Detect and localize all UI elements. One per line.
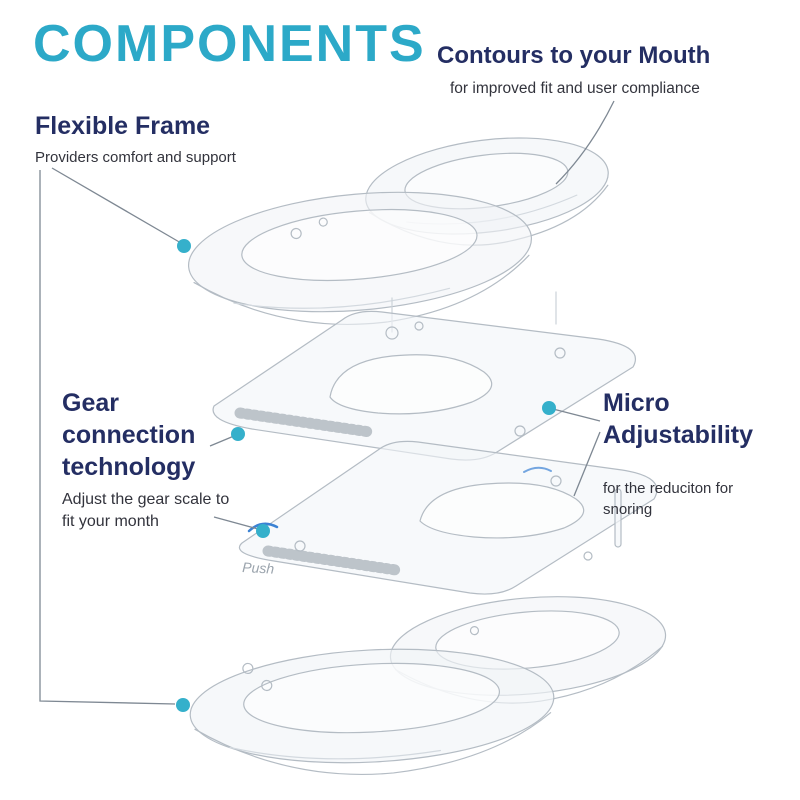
- micro-line-lower: [573, 431, 601, 497]
- gear-rack-lower: [262, 545, 402, 576]
- gear-line-upper: [209, 435, 235, 447]
- callout-micro-adjustability-title: Micro Adjustability: [603, 389, 754, 449]
- callout-lines: [39, 100, 615, 705]
- page-title: COMPONENTS: [33, 15, 426, 73]
- flexible-frame-line: [51, 167, 182, 244]
- callout-flexible-frame-title: Flexible Frame: [35, 112, 211, 140]
- hinge-post: [614, 488, 622, 548]
- dot-gear-upper: [231, 427, 245, 441]
- flexible-frame-tray: [187, 191, 533, 326]
- gear-rack-upper: [234, 407, 376, 438]
- callout-contours-subtitle: for improved fit and user compliance: [450, 80, 700, 97]
- callout-dots: [176, 239, 556, 712]
- gear-scale-blue-right: [523, 466, 552, 473]
- gear-plate-upper: [212, 310, 636, 461]
- callout-micro-adjustability-subtitle: for the reduciton for snoring: [603, 480, 734, 518]
- flexible-frame-long-line: [39, 170, 176, 705]
- contours-line: [555, 100, 615, 185]
- callout-contours-title: Contours to your Mouth: [437, 42, 711, 69]
- dot-micro-adjustability: [542, 401, 556, 415]
- lower-frame-tray: [189, 648, 555, 775]
- dot-gear-lower: [256, 524, 270, 538]
- callout-gear-connection-title: Gear connection technology: [62, 389, 196, 481]
- push-marking: Push: [242, 559, 275, 577]
- callout-flexible-frame-subtitle: Providers comfort and support: [35, 149, 236, 166]
- dot-flexible-frame: [177, 239, 191, 253]
- gear-plate-lower: Push: [238, 440, 658, 595]
- gear-scale-blue-left: [247, 522, 279, 533]
- gear-line-lower: [213, 516, 259, 530]
- callout-gear-connection-subtitle: Adjust the gear scale to fit your month: [62, 491, 230, 530]
- dot-bottom-frame: [176, 698, 190, 712]
- micro-line-upper: [552, 408, 601, 422]
